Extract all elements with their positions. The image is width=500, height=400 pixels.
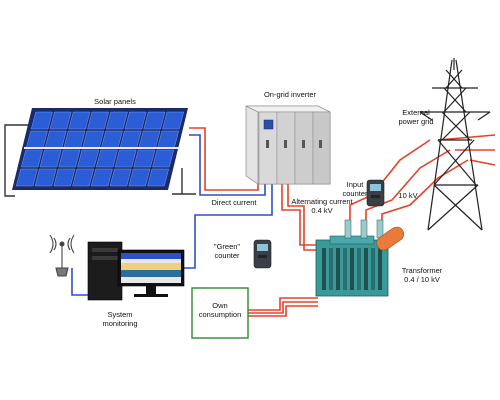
- direct-current-label: Direct current: [211, 198, 257, 207]
- transformer-fin: [322, 248, 326, 290]
- monitoring-wire: [178, 178, 273, 269]
- hv-wire-3: [381, 159, 469, 228]
- solar-cell: [91, 168, 113, 187]
- solar-cell: [106, 111, 128, 130]
- antenna-icon: [49, 234, 75, 277]
- solar-cell: [39, 149, 62, 168]
- solar-cell: [21, 149, 43, 168]
- inverter-cabinet-icon: [245, 105, 331, 185]
- transformer-fin: [336, 248, 340, 290]
- solar-cell: [114, 149, 137, 168]
- solar-cell: [96, 149, 118, 168]
- solar-cell: [49, 111, 72, 130]
- solar-panels-label: Solar panels: [94, 97, 136, 106]
- panel-cells: [16, 111, 184, 187]
- transformer-label-line2: 0.4 / 10 kV: [404, 275, 440, 284]
- voltage-10kv-label: 10 kV: [398, 191, 418, 200]
- own-consumption-label-line1: Own: [212, 301, 228, 310]
- green-counter-meter-icon: [253, 239, 272, 269]
- grid-line-1: [437, 134, 496, 141]
- alternating-current-label-line1: Alternating current: [291, 197, 353, 206]
- frame-wire: [4, 124, 196, 197]
- solar-cell: [16, 168, 38, 187]
- power-tower-icon: [419, 58, 491, 231]
- system-monitoring-label-line2: monitoring: [102, 319, 138, 328]
- green-counter-label-line2: counter: [214, 251, 240, 260]
- computer-icon: [87, 241, 185, 301]
- transformer-fin: [378, 248, 382, 290]
- solar-cell: [34, 168, 57, 187]
- input-counter-label-line2: counter: [342, 189, 368, 198]
- ac-wires: [189, 127, 496, 317]
- panel-blue-wire: [189, 134, 266, 196]
- dc-wires: [71, 134, 273, 296]
- green-counter-label-line1: "Green": [213, 242, 241, 251]
- solar-cell: [128, 168, 151, 187]
- panel-red-wire: [189, 127, 259, 191]
- solar-cell: [53, 168, 76, 187]
- solar-cell: [72, 168, 94, 187]
- system-monitoring-label-line1: System: [107, 310, 133, 319]
- solar-cell: [77, 149, 99, 168]
- monitoring-wire-2: [71, 268, 95, 296]
- solar-cell: [147, 168, 169, 187]
- transformer-fin: [343, 248, 347, 290]
- solar-cell: [133, 149, 156, 168]
- inverter-label: On-grid inverter: [263, 90, 317, 99]
- electric-meter-icon: [366, 179, 385, 207]
- solar-cell: [87, 111, 109, 130]
- inverter-ac-wire-2: [287, 178, 318, 251]
- external-grid-label-line1: External: [402, 108, 430, 117]
- transformer-fin: [350, 248, 354, 290]
- transformer-fin: [357, 248, 361, 290]
- transformer-fins: [322, 248, 382, 290]
- solar-cell: [68, 111, 91, 130]
- grid-line-3: [469, 159, 496, 166]
- transformer-fin: [371, 248, 375, 290]
- alternating-current-label-line2: 0.4 kV: [311, 206, 333, 215]
- bus-wire-3: [248, 305, 318, 317]
- bus-wire-2: [248, 301, 318, 314]
- solar-cell: [31, 111, 53, 130]
- solar-cell: [162, 111, 184, 130]
- external-grid-label-line2: power grid: [398, 117, 434, 126]
- solar-cell: [58, 149, 81, 168]
- own-consumption-box: [191, 287, 249, 339]
- transformer-fin: [364, 248, 368, 290]
- own-consumption-label-line2: consumption: [198, 310, 242, 319]
- bus-wire-1: [248, 297, 318, 311]
- input-counter-label-line1: Input: [346, 180, 364, 189]
- inverter-ac-wire-1: [281, 178, 318, 246]
- solar-cell: [109, 168, 132, 187]
- transformer-label-line1: Transformer: [401, 266, 443, 275]
- solar-panel-icon: [12, 108, 188, 190]
- transformer-fin: [329, 248, 333, 290]
- solar-cell: [143, 111, 166, 130]
- solar-cell: [152, 149, 174, 168]
- solar-cell: [124, 111, 147, 130]
- hv-wire-2: [365, 149, 451, 228]
- transformer-icon: [315, 219, 405, 297]
